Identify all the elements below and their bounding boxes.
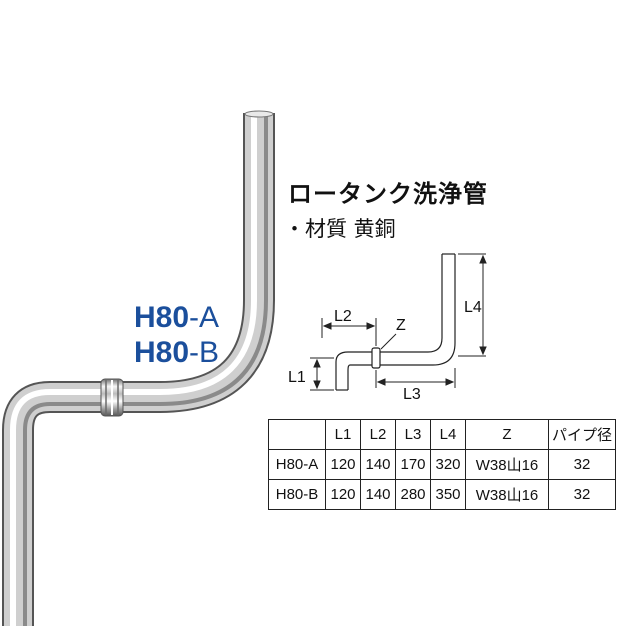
table-cell: 32 — [548, 449, 616, 480]
table-header-cell: パイプ径 — [548, 419, 616, 450]
model-code-b: H80-B — [134, 337, 219, 369]
table-cell: 280 — [395, 479, 431, 510]
drawing-z-joint — [371, 347, 381, 369]
table-cell: 350 — [430, 479, 466, 510]
table-header-cell — [268, 419, 326, 450]
pipe-body — [4, 113, 273, 626]
table-cell: H80-A — [268, 449, 326, 480]
pipe-union-joint — [100, 378, 124, 417]
table-header-cell: L1 — [325, 419, 361, 450]
table-header-row: L1 L2 L3 L4 Z パイプ径 — [268, 419, 616, 450]
table-cell: 120 — [325, 449, 361, 480]
table-header-cell: Z — [465, 419, 549, 450]
table-cell: 320 — [430, 449, 466, 480]
model-variant: -A — [189, 301, 220, 334]
model-code: H80 — [134, 336, 190, 369]
model-code-a: H80-A — [134, 302, 219, 334]
model-variant: -B — [189, 336, 220, 369]
product-title: ロータンク洗浄管 — [288, 180, 488, 208]
table-cell: 140 — [360, 479, 396, 510]
label-l4: L4 — [464, 299, 482, 316]
spec-table: L1 L2 L3 L4 Z パイプ径 H80-A 120 140 170 320… — [268, 419, 616, 510]
table-cell: 170 — [395, 449, 431, 480]
table-cell: W38山16 — [465, 449, 549, 480]
table-header-cell: L2 — [360, 419, 396, 450]
label-l1: L1 — [288, 369, 306, 386]
table-cell: 120 — [325, 479, 361, 510]
pipe-top-opening — [244, 110, 274, 118]
table-cell: 32 — [548, 479, 616, 510]
table-row: H80-A 120 140 170 320 W38山16 32 — [268, 449, 616, 480]
table-row: H80-B 120 140 280 350 W38山16 32 — [268, 479, 616, 510]
table-cell: W38山16 — [465, 479, 549, 510]
model-code: H80 — [134, 301, 190, 334]
table-cell: H80-B — [268, 479, 326, 510]
label-z: Z — [396, 317, 406, 334]
table-header-cell: L4 — [430, 419, 466, 450]
label-l3: L3 — [403, 386, 421, 403]
table-cell: 140 — [360, 449, 396, 480]
pipe-highlight — [10, 113, 257, 626]
table-header-cell: L3 — [395, 419, 431, 450]
dimension-lines — [310, 253, 487, 391]
label-l2: L2 — [334, 308, 352, 325]
material-text: ・材質 黄銅 — [284, 217, 396, 241]
pipe-shadow-streak — [23, 113, 268, 626]
drawing-pipe-outline — [335, 253, 456, 391]
